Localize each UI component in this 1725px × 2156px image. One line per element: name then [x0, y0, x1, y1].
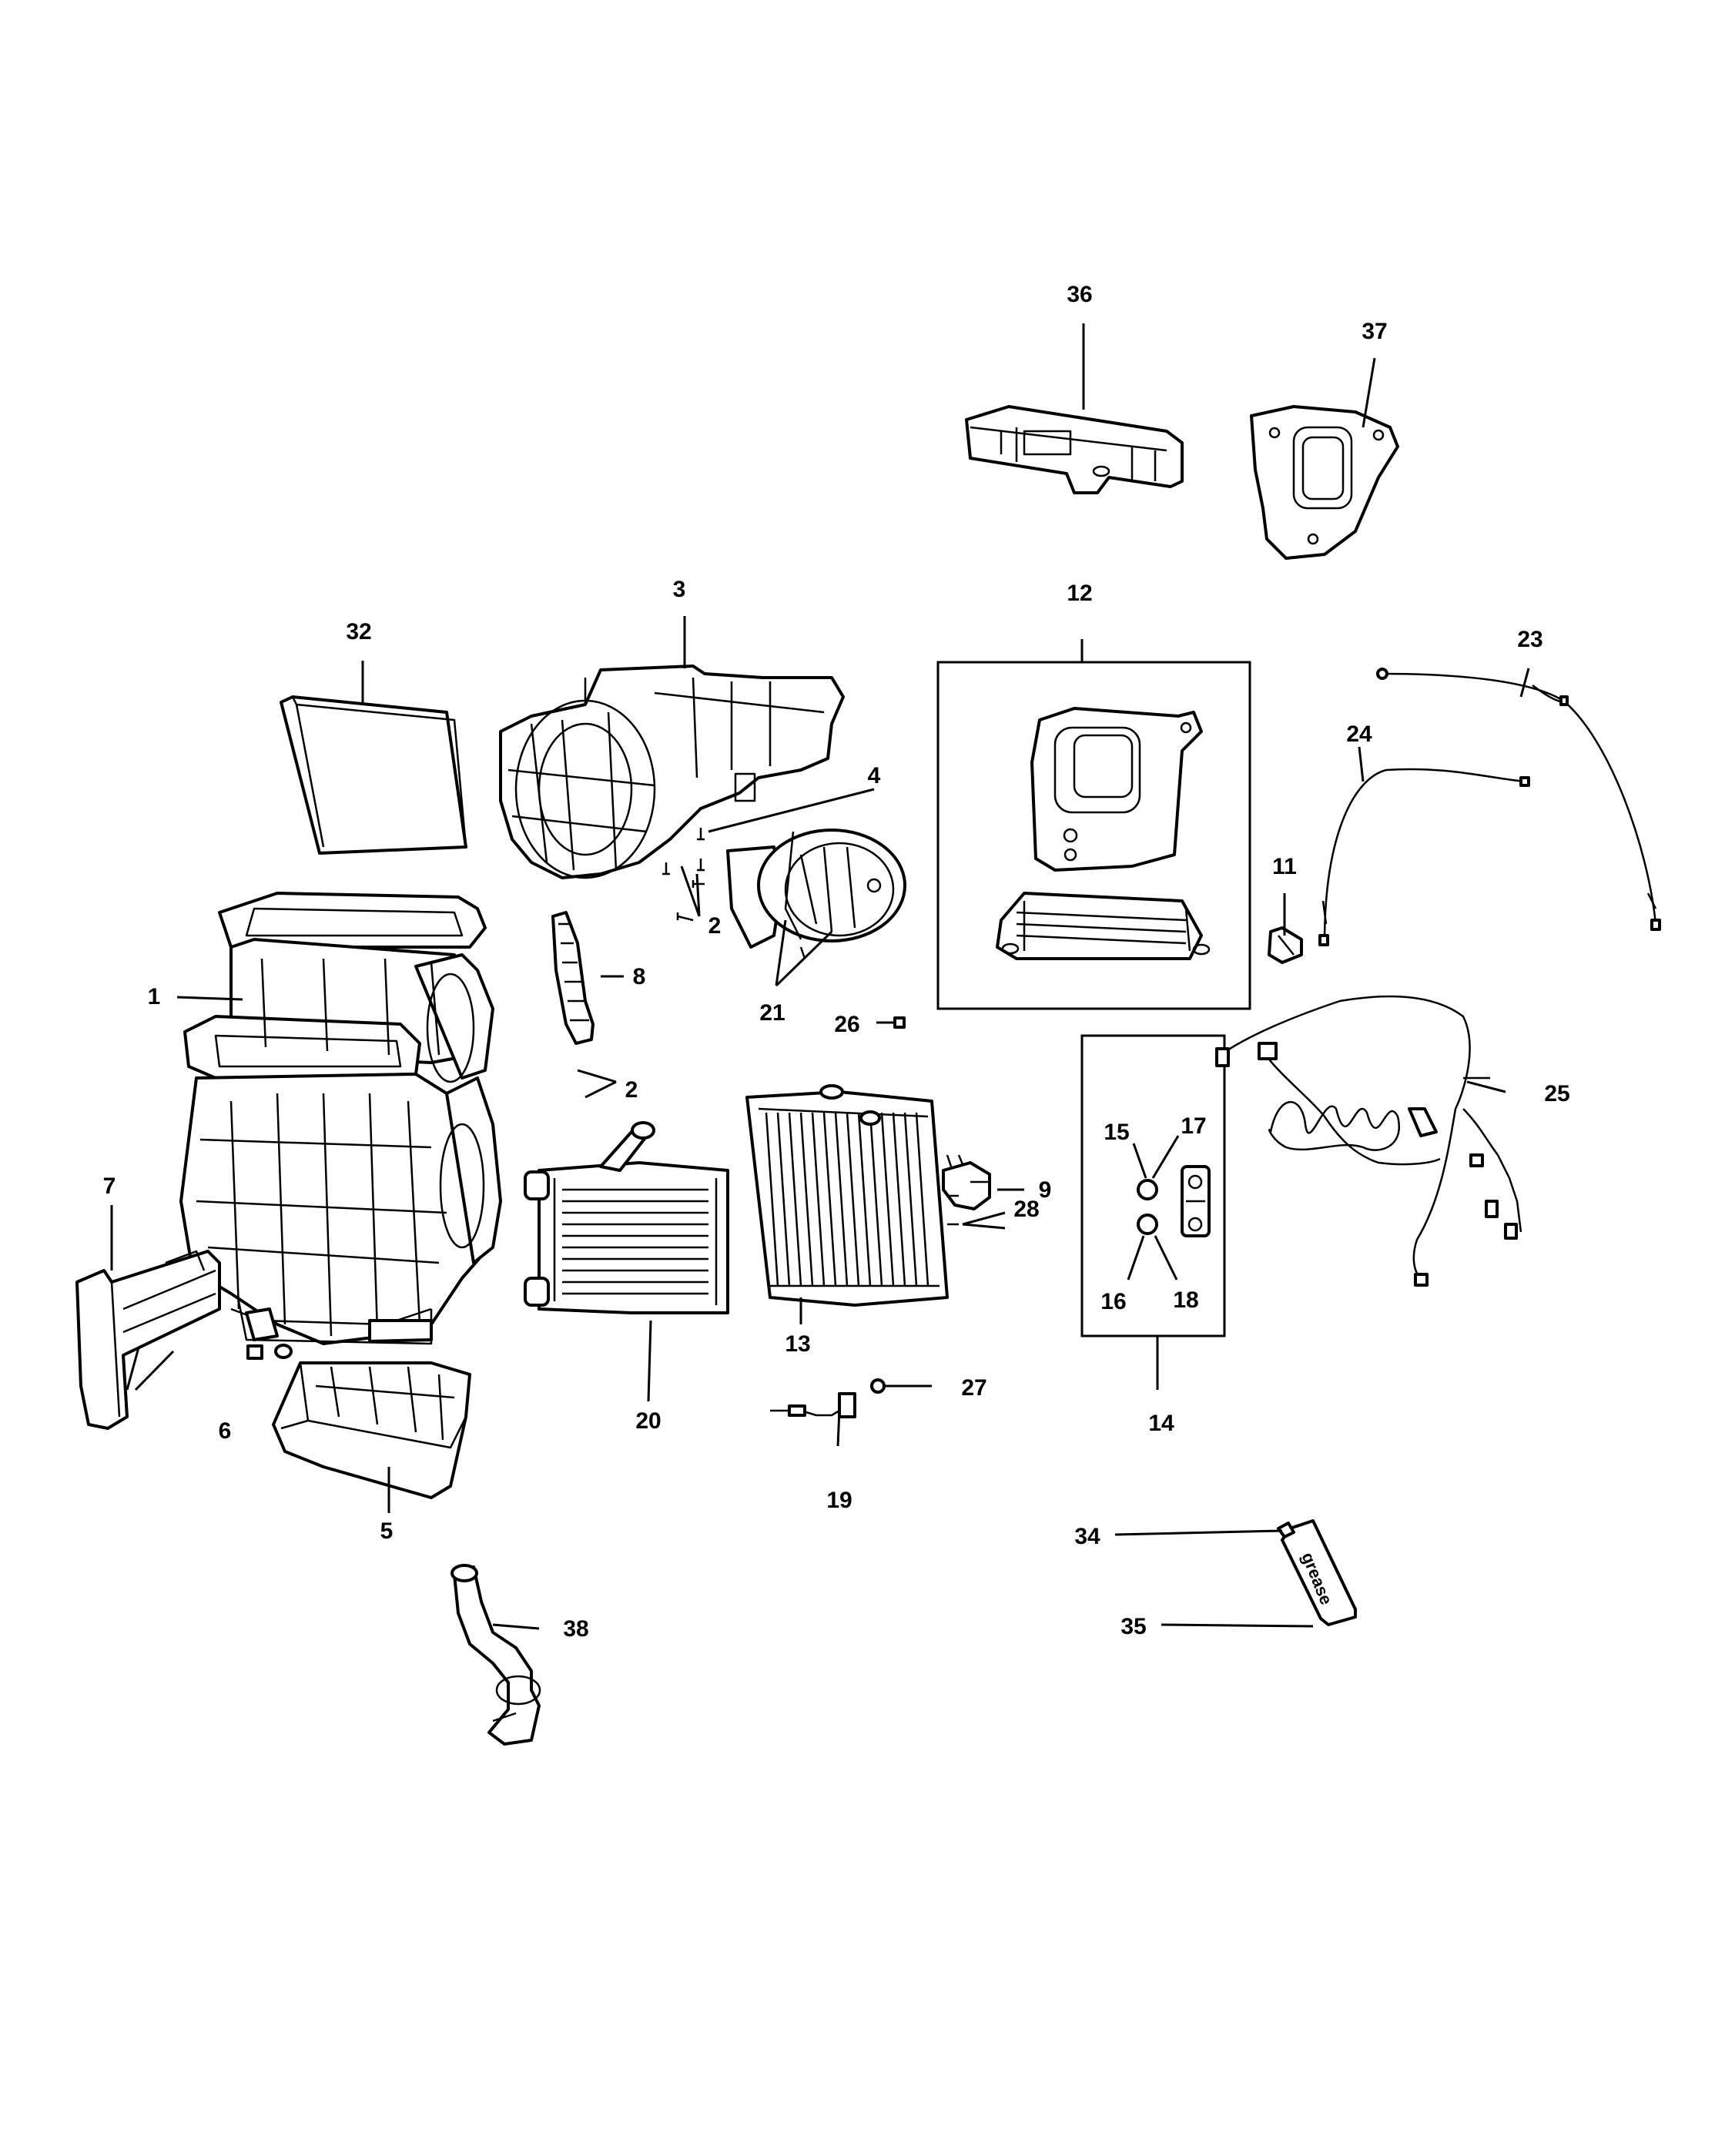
callout-18: 18	[1173, 1287, 1198, 1313]
evaporator-fins	[765, 1112, 929, 1287]
part-11-clip	[1268, 926, 1303, 964]
part-6-clips	[246, 1344, 293, 1360]
callout-21: 21	[759, 1000, 785, 1026]
part-21-blower-motor	[726, 829, 906, 959]
callout-35: 35	[1120, 1614, 1146, 1639]
callout-13: 13	[785, 1331, 810, 1357]
callout-3: 3	[673, 577, 686, 602]
callout-37: 37	[1362, 319, 1387, 344]
part-25-wiring-harness	[1215, 995, 1522, 1287]
callout-38: 38	[563, 1616, 588, 1642]
part-12-duct-seal	[996, 707, 1211, 960]
callout-19: 19	[826, 1488, 852, 1513]
screws-upper	[662, 828, 705, 922]
part-9-resistor	[942, 1154, 991, 1210]
callout-28: 28	[1013, 1197, 1039, 1222]
part-12-box	[936, 661, 1251, 1010]
callout-36: 36	[1067, 282, 1092, 307]
callout-20: 20	[635, 1408, 661, 1434]
part-3-blower-housing	[499, 665, 845, 879]
callout-11: 11	[1272, 854, 1297, 879]
part-23-cable	[1376, 668, 1661, 931]
callout-14: 14	[1148, 1411, 1174, 1436]
callout-32: 32	[346, 619, 371, 644]
callout-6: 6	[219, 1418, 232, 1444]
callout-8: 8	[633, 964, 646, 989]
part-32-cabin-filter	[280, 695, 467, 855]
part-20-heater-core	[524, 1121, 729, 1314]
callout-12: 12	[1067, 581, 1092, 606]
callout-34: 34	[1074, 1524, 1100, 1549]
callout-2a: 2	[708, 913, 722, 939]
callout-16: 16	[1100, 1289, 1126, 1314]
part-1-hvac-housing	[179, 892, 502, 1345]
part-14-box	[1080, 1034, 1226, 1337]
callout-24: 24	[1346, 721, 1372, 747]
part-37-gasket	[1250, 405, 1399, 560]
part-7-support-bracket	[75, 1250, 221, 1430]
callout-2b: 2	[625, 1077, 638, 1103]
part-27-screw	[870, 1378, 932, 1394]
part-36-bracket	[965, 405, 1184, 494]
part-19-sensor	[770, 1392, 856, 1418]
callout-1: 1	[148, 984, 161, 1009]
callout-7: 7	[103, 1173, 116, 1199]
callout-labels: 32 3 4 2 1 8 21 2 7 6 5 20 13 9 28 26 19…	[103, 282, 1570, 1642]
part-14-expansion-valve	[1137, 1165, 1211, 1237]
callout-5: 5	[380, 1518, 394, 1544]
part-5-lower-case	[272, 1361, 471, 1499]
part-38-drain-hose	[451, 1564, 541, 1746]
callout-17: 17	[1181, 1113, 1206, 1139]
part-8-actuator	[551, 911, 595, 1045]
part-34-grease-tube: grease	[1277, 1519, 1357, 1626]
part-13-evaporator	[745, 1084, 949, 1307]
callout-23: 23	[1517, 627, 1542, 652]
part-24-cable	[1318, 768, 1530, 946]
callout-4: 4	[868, 763, 881, 788]
callout-15: 15	[1104, 1120, 1129, 1145]
callout-9: 9	[1039, 1177, 1052, 1203]
callout-27: 27	[961, 1375, 986, 1401]
callout-25: 25	[1544, 1081, 1569, 1106]
leader-lines	[110, 323, 1530, 1630]
part-26-clip	[876, 1016, 906, 1029]
part-28-screws	[947, 1194, 959, 1226]
callout-26: 26	[834, 1012, 859, 1037]
